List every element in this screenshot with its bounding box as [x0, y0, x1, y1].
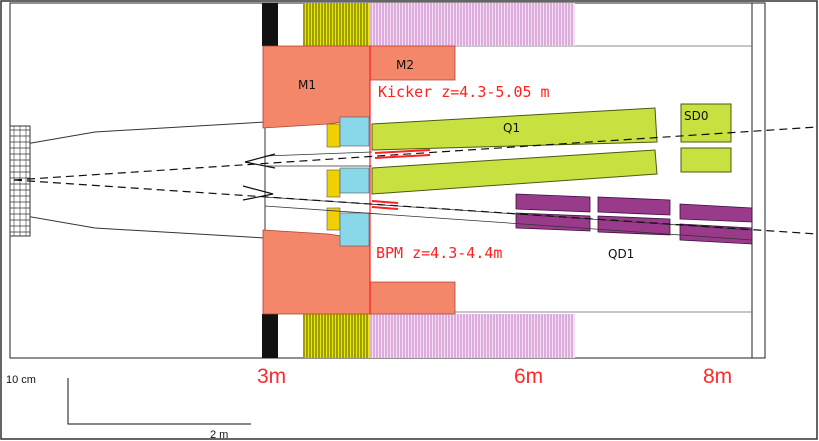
- distance-3m: 3m: [257, 365, 286, 388]
- distance-8m: 8m: [703, 365, 732, 388]
- scale-bar: [67, 378, 251, 425]
- kicker-marker-1: [374, 149, 431, 154]
- label-qd1: QD1: [608, 247, 634, 261]
- cyan-element-3: [339, 212, 370, 247]
- label-bpm: BPM z=4.3-4.4m: [376, 244, 502, 262]
- yellow-stripes-bottom: [303, 314, 370, 358]
- q1-lower-jaw: [371, 149, 658, 195]
- label-m2: M2: [396, 58, 414, 72]
- distance-6m: 6m: [514, 365, 543, 388]
- black-block-top: [262, 3, 278, 46]
- label-sd0: SD0: [684, 109, 709, 123]
- outgoing-beam-line: [13, 126, 818, 181]
- mask-m2-bottom: [369, 281, 456, 315]
- label-q1: Q1: [503, 121, 520, 135]
- cyan-element-2: [339, 167, 370, 194]
- q1-upper-jaw: [371, 107, 658, 151]
- qd1-seg2-upper: [597, 196, 671, 216]
- label-m1: M1: [298, 78, 316, 92]
- pipe-out-upper: [264, 151, 373, 157]
- label-kicker: Kicker z=4.3-5.05 m: [378, 83, 550, 101]
- yellow-stripes-top: [303, 3, 370, 46]
- qd1-seg1-upper: [515, 193, 591, 213]
- outgoing-arrow: [244, 153, 276, 169]
- qd1-seg3-upper: [679, 203, 753, 223]
- scale-horizontal-label: 2 m: [210, 429, 228, 441]
- pipe-in-lower: [264, 205, 753, 241]
- incoming-beam-line: [13, 179, 818, 235]
- mask-m1-top: [262, 45, 371, 129]
- yellow-element-1: [326, 123, 341, 148]
- sd0-lower: [680, 147, 732, 173]
- bpm-marker-2: [371, 206, 399, 210]
- pink-stripes-top: [370, 3, 575, 46]
- yellow-element-2: [326, 169, 341, 198]
- beam-pipe-funnel: [13, 121, 266, 239]
- bpm-marker-1: [371, 200, 399, 204]
- black-block-bottom: [262, 314, 278, 358]
- pink-stripes-bottom: [370, 314, 575, 358]
- cyan-element-1: [339, 116, 370, 147]
- kicker-marker-2: [374, 154, 431, 159]
- scale-vertical-label: 10 cm: [6, 374, 36, 386]
- incoming-arrow: [242, 185, 274, 201]
